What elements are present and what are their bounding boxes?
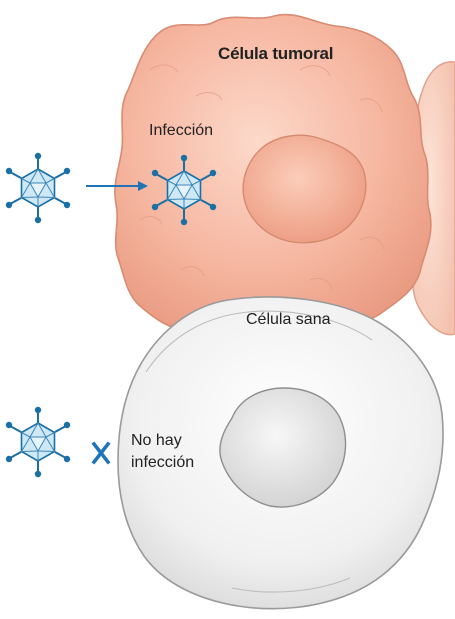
no-infection-line-2: infección [131, 452, 194, 474]
no-infection-label: No hay infección [131, 430, 194, 474]
no-infection-line-1: No hay [131, 430, 194, 452]
virus-icon [6, 153, 70, 223]
tumor-cell-label: Célula tumoral [218, 44, 333, 64]
healthy-cell-label: Célula sana [246, 311, 331, 329]
tumor-nucleus [243, 135, 366, 243]
x-mark-icon [94, 444, 108, 462]
virus-icon [6, 407, 70, 477]
infection-label: Infección [149, 122, 213, 140]
